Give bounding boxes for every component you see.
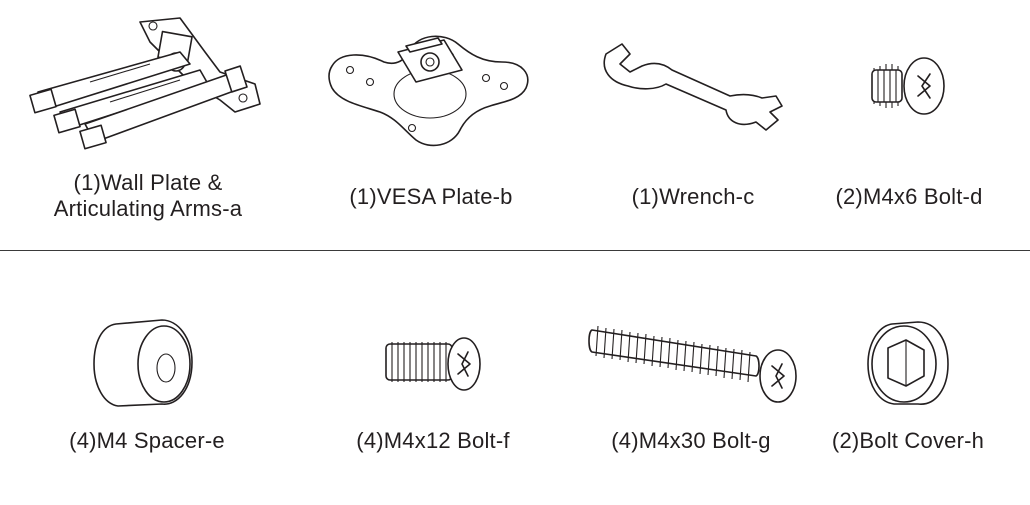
part-label: (4)M4x12 Bolt-f: [356, 428, 510, 453]
section-divider: [0, 250, 1030, 251]
part-label: (2)M4x6 Bolt-d: [835, 184, 983, 209]
m4x30-bolt-icon: [588, 325, 797, 403]
wrench-icon: [603, 43, 783, 131]
wall-plate-articulating-arms-icon: [29, 17, 261, 150]
m4x12-bolt-icon: [385, 337, 481, 391]
part-label: (2)Bolt Cover-h: [831, 428, 985, 453]
part-label: (1)Wall Plate & Articulating Arms-a: [53, 170, 243, 221]
vesa-plate-icon: [328, 35, 529, 147]
m4-spacer-icon: [93, 319, 193, 407]
m4x6-bolt-icon: [871, 57, 945, 115]
part-label: (4)M4 Spacer-e: [69, 428, 225, 453]
part-label: (4)M4x30 Bolt-g: [611, 428, 771, 453]
bolt-cover-icon: [867, 321, 949, 405]
part-label: (1)Wrench-c: [631, 184, 755, 209]
part-label: (1)VESA Plate-b: [349, 184, 513, 209]
